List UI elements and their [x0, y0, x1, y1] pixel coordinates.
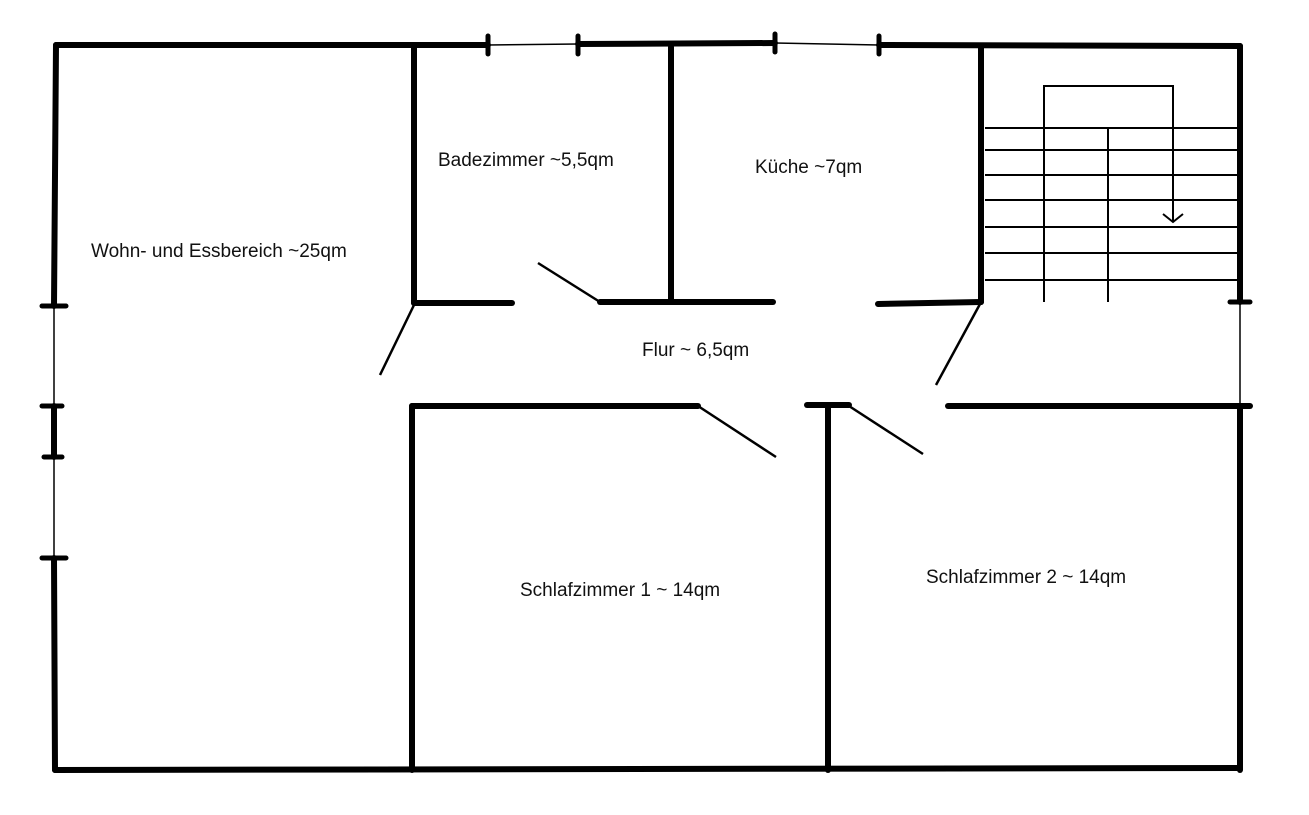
room-label-flur: Flur ~ 6,5qm [642, 340, 750, 361]
room-label-schlafzimmer-2: Schlafzimmer 2 ~ 14qm [926, 567, 1127, 588]
doors [378, 261, 982, 459]
interior-walls [409, 44, 1253, 773]
stair-down-arrow-icon [1162, 213, 1184, 224]
room-label-wohnbereich: Wohn- und Essbereich ~25qm [91, 241, 347, 262]
room-label-schlafzimmer-1: Schlafzimmer 1 ~ 14qm [520, 580, 721, 601]
windows [39, 31, 1253, 561]
room-label-badezimmer: Badezimmer ~5,5qm [438, 150, 614, 171]
staircase [985, 85, 1238, 302]
room-label-kueche: Küche ~7qm [755, 157, 863, 178]
